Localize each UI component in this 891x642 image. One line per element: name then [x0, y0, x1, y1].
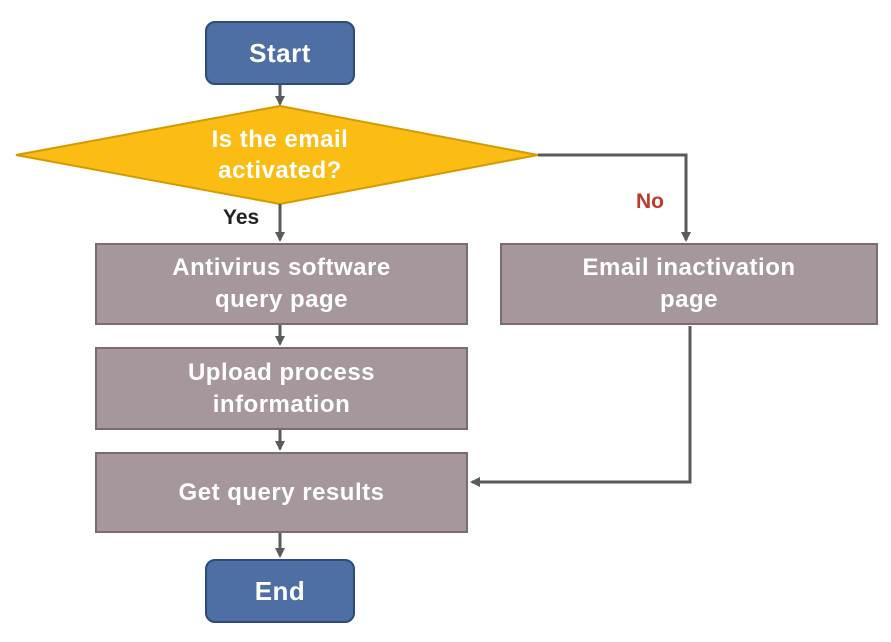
get-query-results-node: Get query results [95, 452, 468, 533]
start-label: Start [249, 37, 311, 68]
decision-node: Is the email activated? [150, 120, 410, 190]
results-label: Get query results [178, 478, 385, 506]
upload-label-line2: information [212, 390, 351, 418]
end-label: End [254, 575, 306, 606]
connector-decision-to-inactivation [538, 153, 691, 242]
decision-label-line1: Is the email [211, 126, 349, 153]
upload-process-information-node: Upload process information [95, 347, 468, 430]
antivirus-label-line1: Antivirus software [172, 254, 391, 281]
end-node: End [205, 559, 355, 623]
antivirus-label-line2: query page [214, 286, 349, 313]
inactivation-label-line2: page [659, 286, 718, 313]
antivirus-query-page-node: Antivirus software query page [95, 243, 468, 325]
yes-branch-label: Yes [223, 206, 260, 229]
connector-inactivation-to-results [470, 326, 692, 487]
upload-label-line1: Upload process [187, 358, 376, 386]
no-branch-label: No [636, 190, 664, 213]
decision-label-line2: activated? [218, 157, 342, 184]
email-inactivation-page-node: Email inactivation page [500, 243, 878, 325]
inactivation-label-line1: Email inactivation [582, 254, 796, 281]
start-node: Start [205, 21, 355, 85]
